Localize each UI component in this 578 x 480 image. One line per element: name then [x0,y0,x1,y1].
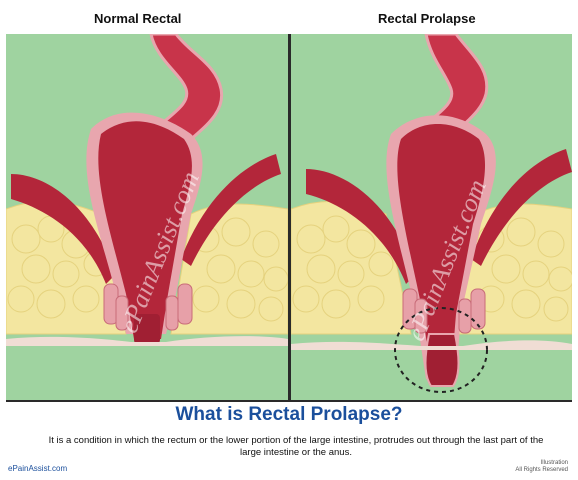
rectal-prolapse-label: Rectal Prolapse [378,11,476,26]
rectal-prolapse-panel: ePainAssist.com [291,34,572,400]
prolapse-illustration [291,34,572,400]
credit-line-2: All Rights Reserved [458,467,568,474]
header: Normal Rectal Rectal Prolapse [6,4,572,34]
normal-rectal-label: Normal Rectal [94,11,181,26]
prolapsed-segment [426,334,459,386]
normal-rectum-illustration [6,34,288,400]
panel-bottom-border [6,400,572,402]
normal-rectal-panel: ePainAssist.com [6,34,288,400]
page-title: What is Rectal Prolapse? [6,404,572,426]
credit-line-1: Illustration [458,460,568,467]
description: It is a condition in which the rectum or… [46,435,546,459]
infographic: Normal Rectal Rectal Prolapse [6,4,572,474]
site-link[interactable]: ePainAssist.com [8,464,67,473]
credit: Illustration All Rights Reserved [458,460,568,474]
